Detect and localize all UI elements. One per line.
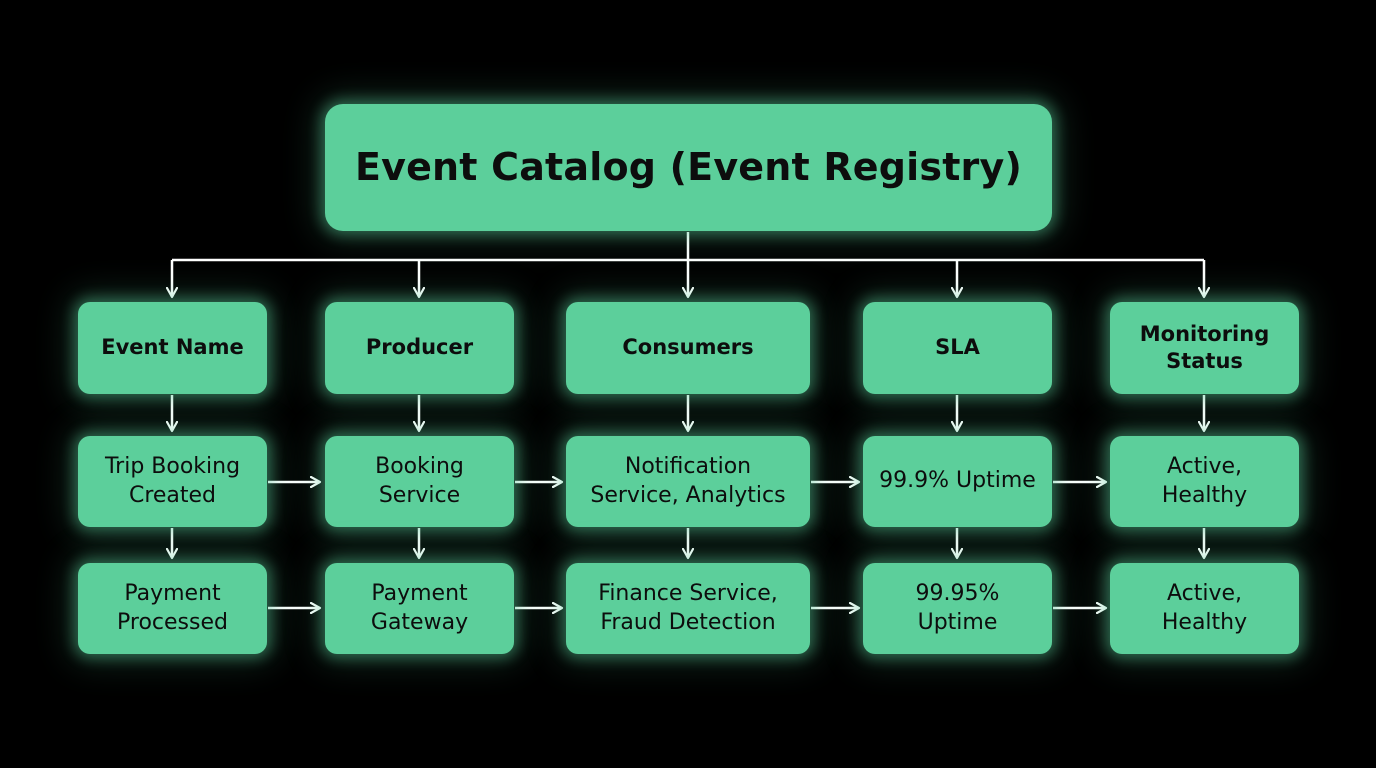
header-event-name: Event Name <box>78 302 267 394</box>
row1-consumers: Notification Service, Analytics <box>566 436 810 527</box>
catalog-title: Event Catalog (Event Registry) <box>354 144 1023 189</box>
row1-sla-text: 99.9% Uptime <box>879 468 1036 494</box>
row1-producer-text: Booking Service <box>375 453 464 508</box>
row2-event-name: Payment Processed <box>78 563 267 654</box>
row2-consumers-text: Finance Service, Fraud Detection <box>598 580 778 635</box>
header-producer-label: Producer <box>365 335 474 360</box>
header-event-name-label: Event Name <box>101 335 244 360</box>
row2-producer-text: Payment Gateway <box>370 580 469 635</box>
row2-producer: Payment Gateway <box>325 563 514 654</box>
row1-monitoring-status-text: Active, Healthy <box>1161 453 1248 508</box>
catalog-title-box: Event Catalog (Event Registry) <box>325 104 1052 231</box>
header-sla: SLA <box>863 302 1052 394</box>
row1-sla: 99.9% Uptime <box>863 436 1052 527</box>
row2-sla: 99.95% Uptime <box>863 563 1052 654</box>
row1-producer: Booking Service <box>325 436 514 527</box>
header-monitoring-status: Monitoring Status <box>1110 302 1299 394</box>
row1-event-name: Trip Booking Created <box>78 436 267 527</box>
header-consumers: Consumers <box>566 302 810 394</box>
header-consumers-label: Consumers <box>622 335 754 360</box>
row1-consumers-text: Notification Service, Analytics <box>590 453 786 508</box>
row1-monitoring-status: Active, Healthy <box>1110 436 1299 527</box>
row2-consumers: Finance Service, Fraud Detection <box>566 563 810 654</box>
header-producer: Producer <box>325 302 514 394</box>
row2-monitoring-status-text: Active, Healthy <box>1161 580 1248 635</box>
row2-monitoring-status: Active, Healthy <box>1110 563 1299 654</box>
header-monitoring-status-label: Monitoring Status <box>1139 321 1270 373</box>
row1-event-name-text: Trip Booking Created <box>104 453 241 508</box>
header-sla-label: SLA <box>935 335 980 360</box>
row2-event-name-text: Payment Processed <box>117 580 228 635</box>
row2-sla-text: 99.95% Uptime <box>915 580 1000 635</box>
